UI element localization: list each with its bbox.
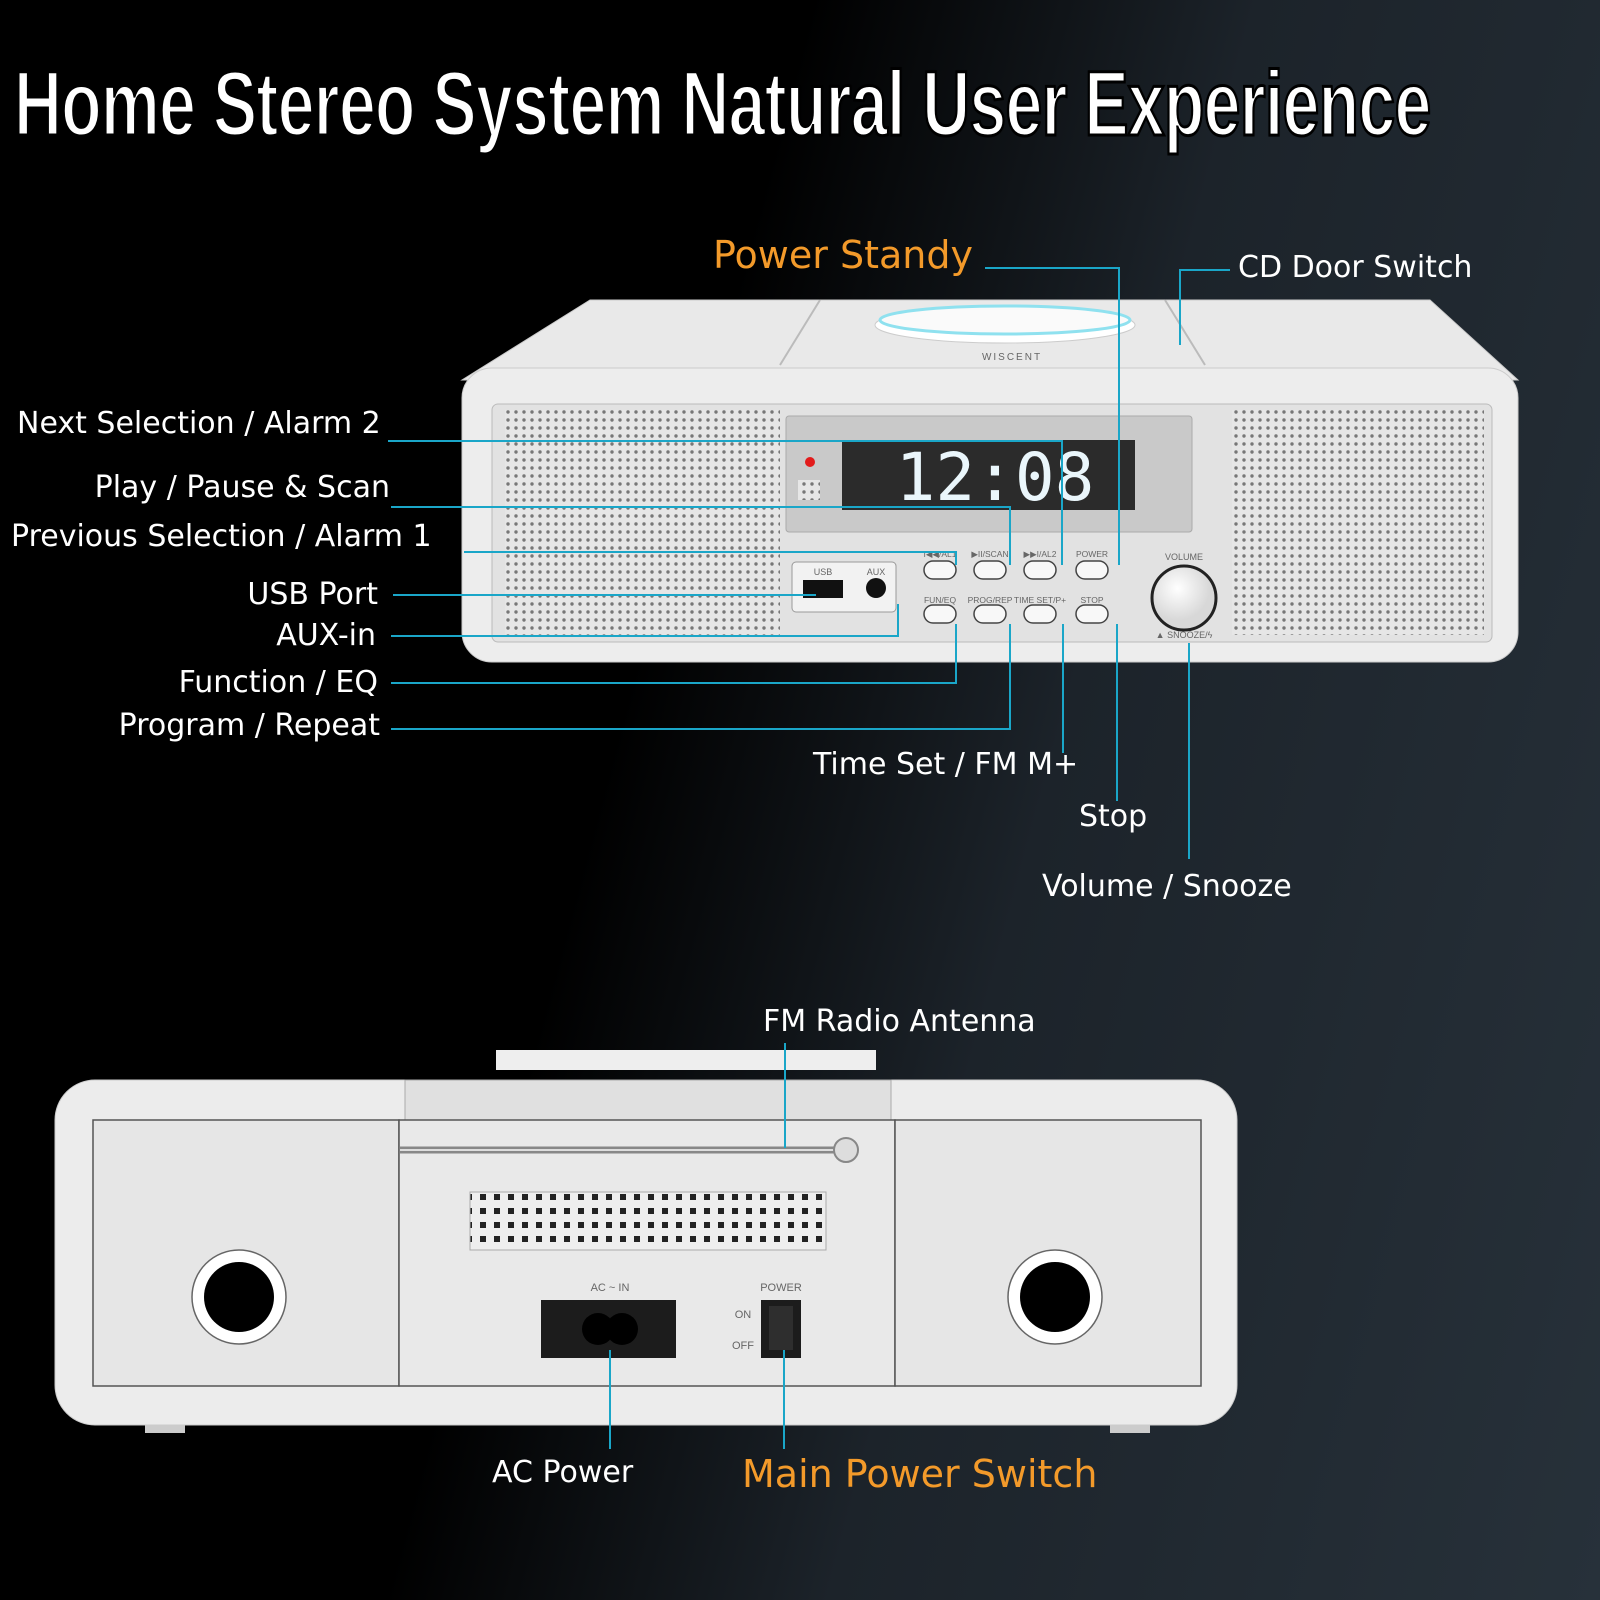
- callout-line-program: [391, 624, 1011, 730]
- label-next-selection: Next Selection / Alarm 2: [17, 406, 381, 441]
- label-function-eq: Function / EQ: [178, 665, 378, 700]
- label-usb-port: USB Port: [247, 577, 378, 612]
- control-buttons: I◀◀/AL1 ▶II/SCAN ▶▶I/AL2 POWER FUN/EQ PR…: [923, 549, 1109, 624]
- program-repeat-button[interactable]: [973, 604, 1007, 624]
- callout-line-next: [388, 440, 1063, 565]
- usb-label: USB: [814, 567, 833, 577]
- callout-line-cd-door: [1179, 269, 1230, 345]
- usb-port[interactable]: [803, 580, 843, 598]
- label-time-set: Time Set / FM M+: [813, 747, 1079, 782]
- callout-line-power: [985, 267, 1120, 565]
- standby-led: [805, 457, 815, 467]
- bass-port-right: [1020, 1262, 1090, 1332]
- label-power-standby: Power Standy: [713, 233, 973, 277]
- next-button[interactable]: [1023, 560, 1057, 580]
- rear-unit: AC ~ IN POWER ON OFF: [54, 1050, 1238, 1433]
- callout-line-previous: [464, 551, 957, 565]
- aux-label: AUX: [867, 567, 886, 577]
- lcd-display: [842, 440, 1135, 510]
- brand-logo: WISCENT: [982, 352, 1042, 363]
- label-main-power-switch: Main Power Switch: [742, 1452, 1098, 1496]
- bass-port-left: [204, 1262, 274, 1332]
- volume-label: VOLUME: [1165, 552, 1203, 562]
- callout-line-aux: [391, 604, 899, 637]
- label-ac-power: AC Power: [492, 1455, 634, 1490]
- off-label: OFF: [732, 1340, 754, 1352]
- function-eq-button[interactable]: [923, 604, 957, 624]
- label-fm-antenna: FM Radio Antenna: [763, 1004, 1036, 1039]
- label-stop: Stop: [1079, 799, 1148, 834]
- label-previous-selection: Previous Selection / Alarm 1: [11, 519, 432, 554]
- time-set-button[interactable]: [1023, 604, 1057, 624]
- aux-jack[interactable]: [866, 578, 886, 598]
- front-unit: WISCENT 12:08 USB AUX I◀◀/AL1 ▶II/SCAN ▶…: [460, 299, 1520, 663]
- callout-line-play: [391, 506, 1011, 565]
- button-label: ▶▶I/AL2: [1024, 549, 1057, 559]
- button-label: STOP: [1081, 595, 1104, 605]
- power-button[interactable]: [1075, 560, 1109, 580]
- right-speaker-grille: [1232, 410, 1484, 635]
- power-label: POWER: [760, 1282, 802, 1294]
- button-label: ▶II/SCAN: [971, 549, 1008, 559]
- on-label: ON: [735, 1309, 752, 1321]
- play-pause-button[interactable]: [973, 560, 1007, 580]
- ac-in-label: AC ~ IN: [591, 1282, 630, 1294]
- label-volume-snooze: Volume / Snooze: [1042, 869, 1292, 904]
- callout-line-function: [391, 624, 957, 684]
- previous-button[interactable]: [923, 560, 957, 580]
- volume-knob[interactable]: [1150, 564, 1218, 632]
- stop-button[interactable]: [1075, 604, 1109, 624]
- rear-vent: [469, 1191, 827, 1251]
- button-label: I◀◀/AL1: [924, 549, 957, 559]
- callout-lines: [388, 267, 1230, 1449]
- snooze-label: ▲ SNOOZE/ϟ: [1156, 630, 1213, 640]
- label-play-pause: Play / Pause & Scan: [94, 470, 390, 505]
- label-program-repeat: Program / Repeat: [118, 708, 380, 743]
- button-label: PROG/REP: [968, 595, 1013, 605]
- clock-readout: 12:08: [896, 439, 1095, 516]
- button-label: FUN/EQ: [924, 595, 957, 605]
- button-label: POWER: [1076, 549, 1108, 559]
- label-aux-in: AUX-in: [276, 618, 376, 653]
- button-label: TIME SET/P+: [1014, 595, 1066, 605]
- label-cd-door-switch: CD Door Switch: [1238, 250, 1473, 285]
- left-speaker-grille: [505, 410, 780, 635]
